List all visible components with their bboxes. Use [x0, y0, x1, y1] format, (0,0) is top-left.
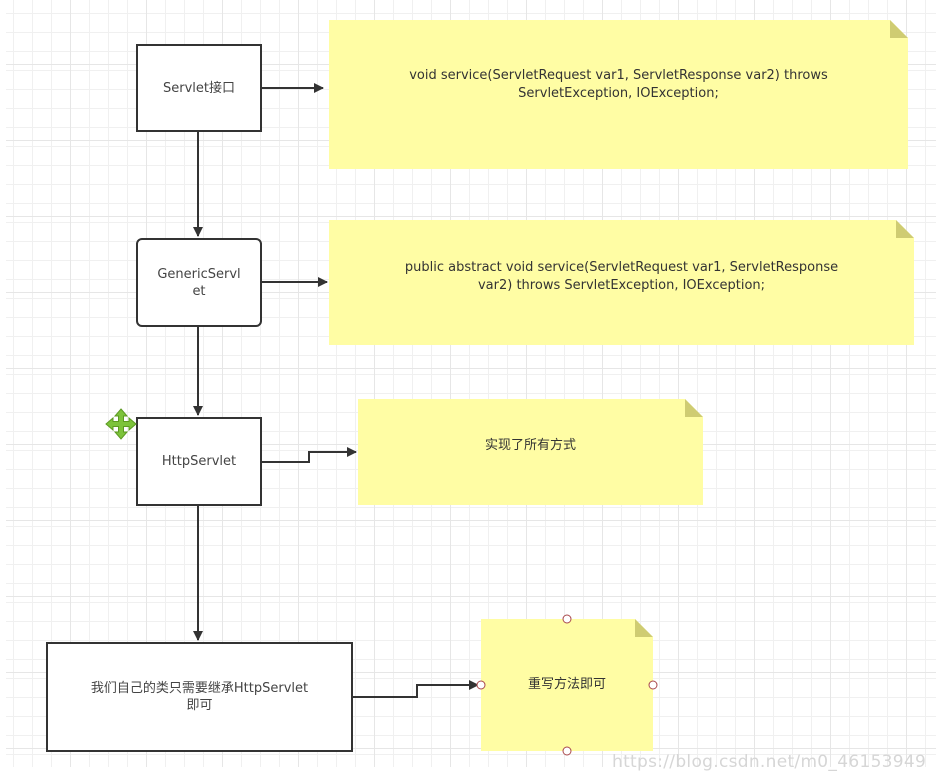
- note-fold-corner: [635, 619, 653, 637]
- note-http-implements[interactable]: 实现了所有方式: [358, 399, 703, 505]
- note-background: [329, 20, 908, 169]
- move-icon[interactable]: [105, 408, 137, 440]
- node-label-line: GenericServl: [157, 266, 241, 282]
- node-custom-class[interactable]: 我们自己的类只需要继承HttpServlet 即可: [46, 642, 353, 752]
- note-servlet-service[interactable]: void service(ServletRequest var1, Servle…: [329, 20, 908, 169]
- note-line: void service(ServletRequest var1, Servle…: [409, 67, 828, 83]
- node-label: Servlet接口: [163, 80, 235, 96]
- node-http-servlet[interactable]: HttpServlet: [136, 417, 262, 506]
- edge-http-to-note[interactable]: [261, 447, 357, 463]
- connection-handle-top[interactable]: [562, 614, 572, 624]
- node-servlet-interface[interactable]: Servlet接口: [136, 44, 262, 132]
- node-label-line: 即可: [186, 698, 213, 713]
- note-line: ServletException, IOException;: [518, 85, 719, 101]
- note-generic-service[interactable]: public abstract void service(ServletRequ…: [329, 220, 914, 345]
- note-line: 实现了所有方式: [484, 438, 576, 453]
- note-fold-corner: [890, 20, 908, 38]
- connection-handle-bottom[interactable]: [562, 746, 572, 756]
- note-line: public abstract void service(ServletRequ…: [404, 259, 839, 275]
- node-label-line: 我们自己的类只需要继承HttpServlet: [90, 681, 309, 696]
- node-generic-servlet[interactable]: GenericServl et: [136, 238, 262, 327]
- note-custom-override[interactable]: 重写方法即可: [481, 619, 653, 751]
- note-background: [358, 399, 703, 505]
- note-line: var2) throws ServletException, IOExcepti…: [477, 277, 766, 293]
- note-fold-corner: [685, 399, 703, 417]
- connection-handle-left[interactable]: [476, 680, 486, 690]
- watermark: https://blog.csdn.net/m0_46153949: [612, 752, 927, 772]
- connection-handle-right[interactable]: [648, 680, 658, 690]
- note-fold-corner: [896, 220, 914, 238]
- note-background: [481, 619, 653, 751]
- edge-custom-to-note[interactable]: [352, 680, 479, 698]
- node-label: HttpServlet: [161, 454, 237, 469]
- node-label-line: et: [192, 283, 206, 299]
- note-line: 重写方法即可: [527, 677, 606, 692]
- note-background: [329, 220, 914, 345]
